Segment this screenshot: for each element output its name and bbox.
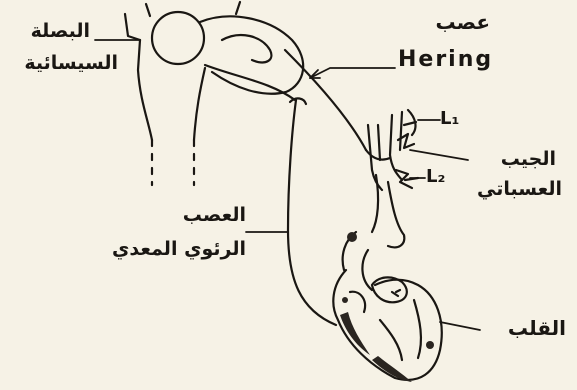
sinus-label-line2: العسباتي	[462, 180, 562, 200]
l1-label: L₁	[440, 110, 459, 129]
hering-nerve	[285, 50, 390, 160]
bulb-label-line1: البصلة	[14, 22, 90, 42]
vagus-nerve	[288, 98, 336, 325]
heart-label: القلب	[480, 318, 566, 339]
hering-label-line1: عصب	[400, 12, 490, 33]
vagus-label-line1: العصب	[160, 206, 246, 226]
vagus-label-line2: الرئوي المعدي	[80, 240, 246, 260]
sinus-label-line1: الجيب	[470, 150, 556, 170]
medulla-oblongata	[146, 2, 303, 100]
bulb-label-line2: السيسائية	[8, 54, 118, 74]
l2-label: L₂	[426, 168, 445, 187]
hering-label-line2: Hering	[398, 48, 508, 71]
heart-shading	[340, 232, 434, 382]
